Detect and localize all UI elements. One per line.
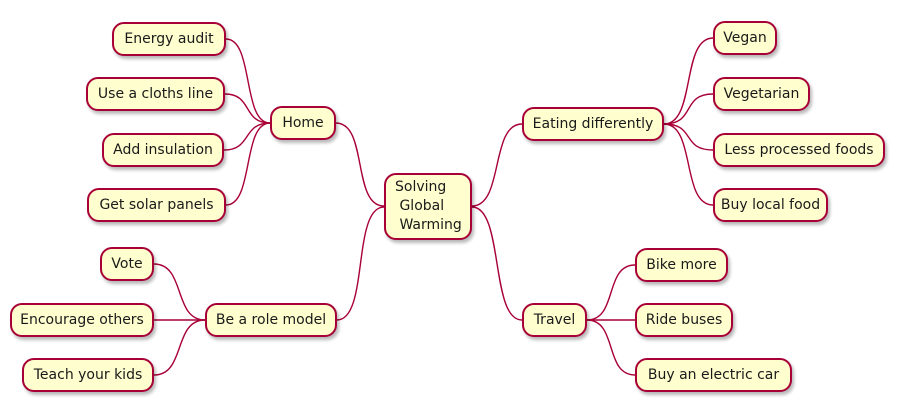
edge-root-role-model <box>336 206 385 321</box>
edge-role-model-vote <box>153 263 206 321</box>
edge-home-add-insulation <box>223 122 271 151</box>
node-bike-more: Bike more <box>635 248 728 282</box>
edge-travel-bike-more <box>586 264 636 321</box>
node-travel: Travel <box>522 303 587 337</box>
node-vote: Vote <box>100 247 154 281</box>
node-encourage-others: Encourage others <box>10 303 154 337</box>
node-use-a-cloths-line: Use a cloths line <box>86 77 225 111</box>
node-root-solving-global-warming: Solving Global Warming <box>384 173 472 240</box>
node-vegetarian: Vegetarian <box>713 77 810 111</box>
edge-eating-less-processed <box>663 123 714 151</box>
edge-root-home <box>335 122 385 207</box>
node-less-processed-foods: Less processed foods <box>713 133 885 167</box>
edge-travel-electric-car <box>586 319 636 376</box>
node-get-solar-panels: Get solar panels <box>87 188 226 222</box>
edge-home-cloths-line <box>224 93 271 124</box>
node-vegan: Vegan <box>713 21 777 55</box>
edge-root-travel <box>471 206 523 321</box>
edge-eating-buy-local <box>663 123 714 206</box>
node-home: Home <box>270 106 336 140</box>
node-eating-differently: Eating differently <box>522 107 664 141</box>
node-buy-an-electric-car: Buy an electric car <box>635 358 792 392</box>
edge-home-solar-panels <box>225 122 271 206</box>
node-be-a-role-model: Be a role model <box>205 303 337 337</box>
node-buy-local-food: Buy local food <box>713 188 828 222</box>
node-teach-your-kids: Teach your kids <box>22 358 154 392</box>
node-energy-audit: Energy audit <box>112 22 226 56</box>
edge-eating-vegan <box>663 37 714 125</box>
node-ride-buses: Ride buses <box>635 303 733 337</box>
edge-home-energy-audit <box>225 38 271 124</box>
edge-eating-vegetarian <box>663 93 714 125</box>
edge-role-model-teach-kids <box>153 319 206 376</box>
node-add-insulation: Add insulation <box>102 133 224 167</box>
edge-root-eating <box>471 123 523 207</box>
